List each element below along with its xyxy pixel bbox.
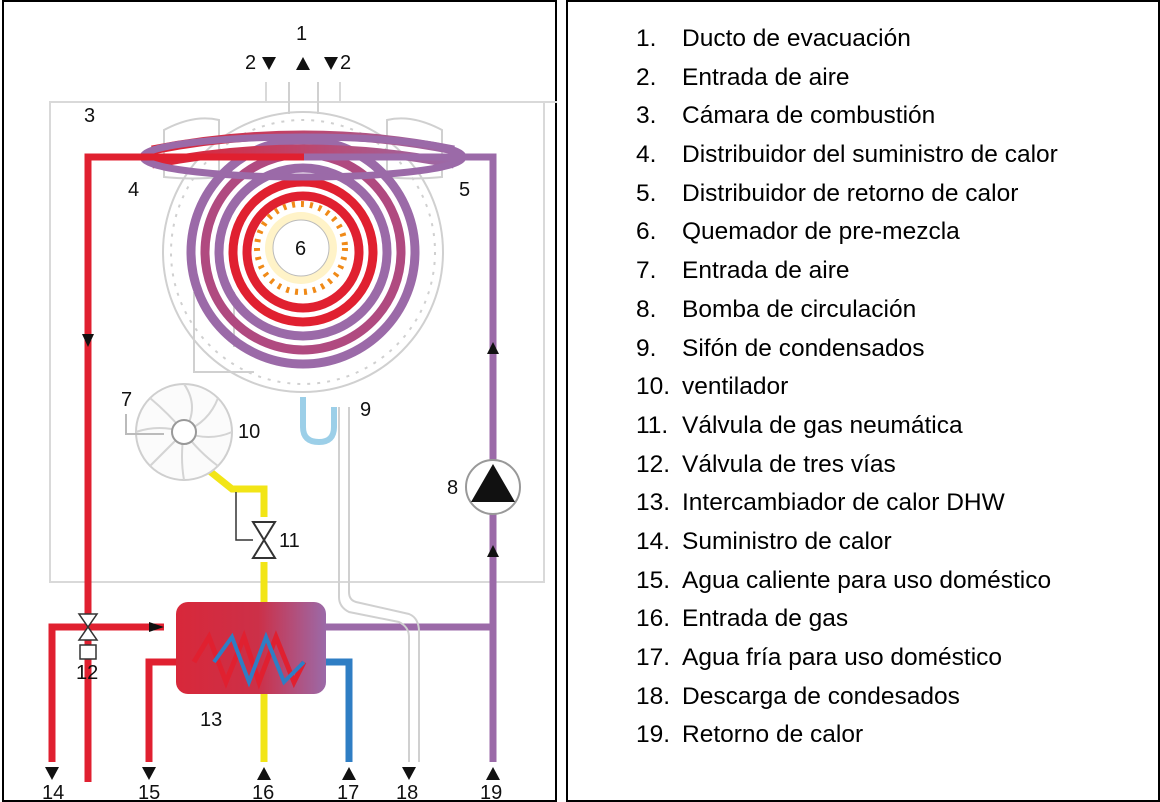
legend-item-number: 4.: [636, 141, 657, 169]
legend-item-number: 16.: [636, 605, 671, 633]
condensate-drain: [338, 407, 420, 762]
legend-item: 12. Válvula de tres vías: [636, 446, 1058, 485]
legend-item: 13. Intercambiador de calor DHW: [636, 484, 1058, 523]
combustion-chamber: [162, 111, 444, 393]
legend-item-text: Sifón de condensados: [682, 334, 925, 362]
legend-item-text: Descarga de condesados: [682, 682, 960, 710]
label-4: 4: [128, 179, 139, 201]
legend-item: 11. Válvula de gas neumática: [636, 407, 1058, 446]
legend-item: 5. Distribuidor de retorno de calor: [636, 175, 1058, 214]
legend-item: 15. Agua caliente para uso doméstico: [636, 562, 1058, 601]
return-pipe: [304, 153, 497, 762]
boiler-diagram: 1 2 2 3 4 5 6 7 8 9 10 11 12 13 14 15 16…: [42, 23, 557, 802]
dhw-heat-exchanger: [176, 602, 326, 694]
legend-item-number: 6.: [636, 218, 657, 246]
label-2-right: 2: [340, 52, 351, 74]
legend-item-number: 3.: [636, 102, 657, 130]
fan: [135, 383, 233, 481]
label-14: 14: [42, 782, 64, 802]
circulation-pump: [465, 459, 521, 515]
label-2-left: 2: [245, 52, 256, 74]
legend-item: 2. Entrada de aire: [636, 59, 1058, 98]
label-9: 9: [360, 399, 371, 421]
legend-item: 9. Sifón de condensados: [636, 330, 1058, 369]
label-16: 16: [252, 782, 274, 802]
legend-item-text: Agua fría para uso doméstico: [682, 644, 1003, 671]
legend-list: 1. Ducto de evacuación 2. Entrada de aire 3.…: [636, 20, 1058, 755]
flue-duct: [288, 82, 319, 114]
legend-item: 6. Quemador de pre-mezcla: [636, 213, 1058, 252]
legend-item-text: Válvula de tres vías: [682, 450, 896, 478]
label-12: 12: [76, 662, 98, 684]
legend-item-number: 15.: [636, 566, 671, 594]
legend-item: 17. Agua fría para uso doméstico: [636, 639, 1058, 678]
air-intake: [125, 414, 164, 435]
legend-panel: 1. Ducto de evacuación 2. Entrada de aire 3.…: [566, 0, 1160, 802]
heating-coils: [139, 130, 467, 369]
legend-item-number: 19.: [636, 721, 671, 749]
label-15: 15: [138, 782, 160, 802]
legend-item: 14. Suministro de calor: [636, 523, 1058, 562]
legend-item-number: 17.: [636, 644, 671, 671]
legend-item: 19. Retorno de calor: [636, 716, 1058, 755]
legend-item: 10. ventilador: [636, 368, 1058, 407]
label-19: 19: [480, 782, 502, 802]
label-10: 10: [238, 421, 260, 443]
diagram-panel: 1 2 2 3 4 5 6 7 8 9 10 11 12 13 14 15 16…: [2, 0, 557, 802]
legend-item-number: 11.: [636, 411, 669, 439]
legend-item: 1. Ducto de evacuación: [636, 20, 1058, 59]
legend-item-number: 7.: [636, 257, 657, 285]
legend-item-number: 10.: [636, 373, 671, 401]
legend-item-text: Suministro de calor: [682, 527, 892, 555]
legend-item-text: Entrada de aire: [682, 257, 850, 285]
legend-item: 4. Distribuidor del suministro de calor: [636, 136, 1058, 175]
legend-item-number: 9.: [636, 334, 657, 362]
legend-item-number: 1.: [636, 25, 657, 52]
condensate-siphon: [300, 397, 337, 446]
legend-item-text: ventilador: [682, 373, 789, 401]
label-5: 5: [459, 179, 470, 201]
legend-item-text: Cámara de combustión: [682, 102, 936, 130]
legend-item: 16. Entrada de gas: [636, 600, 1058, 639]
legend-item-text: Entrada de aire: [682, 63, 850, 91]
legend-item-text: Bomba de circulación: [682, 295, 917, 323]
flow-arrows: [45, 57, 500, 780]
label-11: 11: [279, 530, 300, 552]
legend-item-text: Retorno de calor: [682, 721, 864, 749]
legend-item-number: 5.: [636, 179, 657, 207]
label-18: 18: [396, 782, 418, 802]
legend-item-number: 18.: [636, 682, 671, 710]
label-7: 7: [121, 389, 132, 411]
legend-item: 3. Cámara de combustión: [636, 97, 1058, 136]
legend-item-text: Válvula de gas neumática: [682, 411, 963, 439]
boiler-casing: [49, 82, 557, 583]
legend-item-number: 14.: [636, 527, 671, 555]
label-3: 3: [84, 105, 95, 127]
premix-burner: [254, 201, 348, 295]
legend-item-number: 8.: [636, 295, 657, 323]
legend-item-text: Distribuidor de retorno de calor: [682, 179, 1019, 207]
legend-item: 18. Descarga de condesados: [636, 678, 1058, 717]
legend-item-text: Quemador de pre-mezcla: [682, 218, 960, 246]
gas-valve: [235, 492, 277, 559]
label-8: 8: [447, 477, 458, 499]
legend-item-text: Ducto de evacuación: [682, 25, 911, 52]
legend-item-number: 12.: [636, 450, 671, 478]
legend-item-text: Distribuidor del suministro de calor: [682, 141, 1058, 169]
legend-item: 7. Entrada de aire: [636, 252, 1058, 291]
legend-item: 8. Bomba de circulación: [636, 291, 1058, 330]
legend-item-text: Intercambiador de calor DHW: [682, 489, 1005, 517]
legend-item-number: 13.: [636, 489, 671, 517]
legend-item-text: Agua caliente para uso doméstico: [682, 566, 1052, 594]
legend-item-text: Entrada de gas: [682, 605, 849, 633]
label-6: 6: [295, 238, 306, 260]
three-way-valve: [77, 613, 99, 660]
legend-item-number: 2.: [636, 63, 657, 91]
label-17: 17: [337, 782, 359, 802]
label-1: 1: [296, 23, 307, 45]
label-13: 13: [200, 709, 222, 731]
